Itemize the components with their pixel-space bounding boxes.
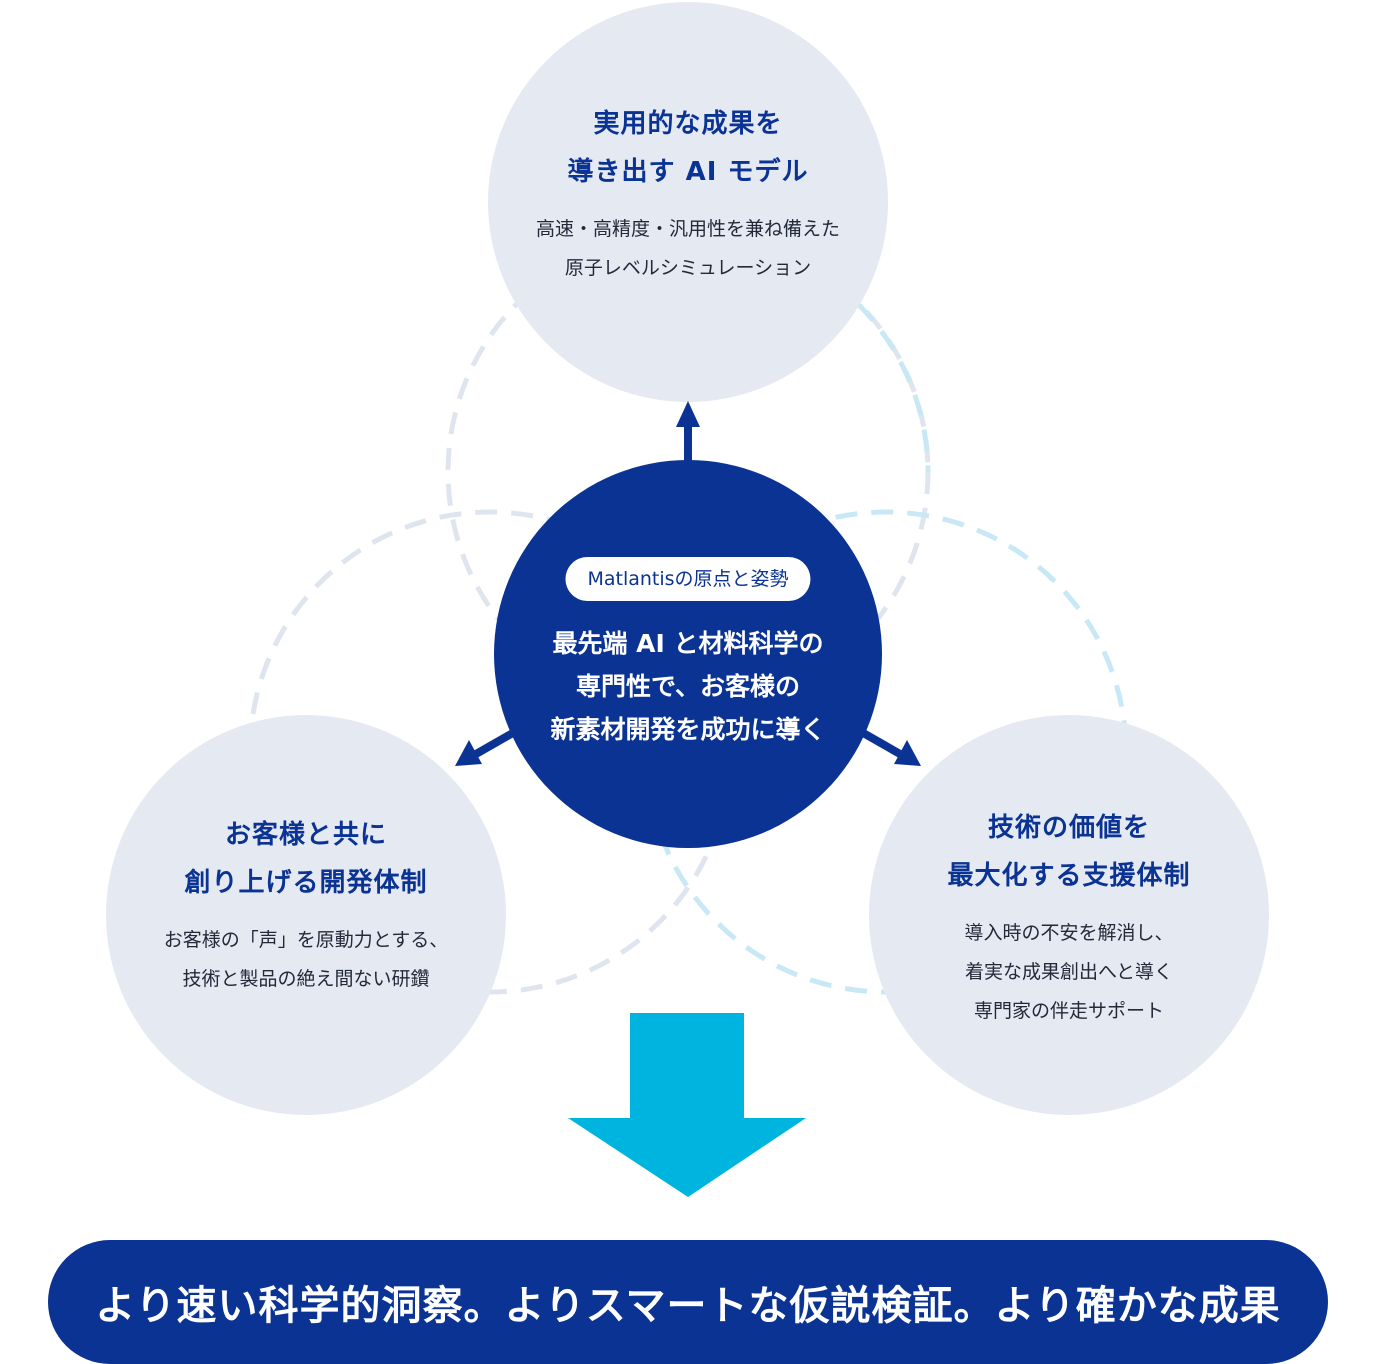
dashed-ring-top-right-arc (856, 302, 931, 473)
left-circle-description: お客様の「声」を原動力とする、 技術と製品の絶え間ない研鑽 (164, 921, 448, 999)
right-circle-title: 技術の価値を 最大化する支援体制 (947, 804, 1190, 900)
right-circle-desc-line-1: 導入時の不安を解消し、 (964, 922, 1174, 944)
top-circle-content: 実用的な成果を 導き出す AI モデル 高速・高精度・汎用性を兼ね備えた 原子レ… (536, 100, 840, 288)
right-circle-title-line-1: 技術の価値を (987, 813, 1151, 843)
right-circle-description: 導入時の不安を解消し、 着実な成果創出へと導く 専門家の伴走サポート (947, 914, 1190, 1031)
top-circle-desc-line-2: 原子レベルシミュレーション (564, 257, 812, 279)
top-circle-title-line-1: 実用的な成果を (593, 109, 783, 139)
left-circle-content: お客様と共に 創り上げる開発体制 お客様の「声」を原動力とする、 技術と製品の絶… (164, 811, 448, 999)
top-circle-title: 実用的な成果を 導き出す AI モデル (536, 100, 840, 196)
left-circle-title: お客様と共に 創り上げる開発体制 (164, 811, 448, 907)
big-down-arrow-icon (568, 1013, 806, 1197)
right-circle-title-line-2: 最大化する支援体制 (947, 861, 1191, 891)
right-circle-content: 技術の価値を 最大化する支援体制 導入時の不安を解消し、 着実な成果創出へと導く… (947, 804, 1190, 1031)
arrow-down-right-icon (856, 726, 921, 766)
right-circle-desc-line-3: 専門家の伴走サポート (973, 1000, 1165, 1022)
left-circle-desc-line-1: お客様の「声」を原動力とする、 (163, 929, 449, 951)
top-circle (488, 2, 888, 402)
right-circle-desc-line-2: 着実な成果創出へと導く (964, 961, 1174, 983)
arrow-down-left-icon (455, 726, 520, 766)
top-circle-title-line-2: 導き出す AI モデル (567, 157, 809, 187)
center-title-line-3: 新素材開発を成功に導く (550, 715, 826, 744)
right-circle (869, 715, 1269, 1115)
top-circle-desc-line-1: 高速・高精度・汎用性を兼ね備えた (535, 218, 841, 240)
center-title-line-1: 最先端 AI と材料科学の (552, 629, 824, 658)
left-circle-desc-line-2: 技術と製品の絶え間ない研鑽 (182, 968, 430, 990)
left-circle-title-line-1: お客様と共に (224, 820, 387, 850)
left-circle-title-line-2: 創り上げる開発体制 (184, 868, 428, 898)
center-pill-label: Matlantisの原点と姿勢 (565, 557, 811, 601)
result-banner-text: より速い科学的洞察。よりスマートな仮説検証。より確かな成果 (95, 1283, 1281, 1329)
arrow-up-icon (676, 401, 700, 465)
result-banner: より速い科学的洞察。よりスマートな仮説検証。より確かな成果 (48, 1240, 1328, 1364)
left-circle (106, 715, 506, 1115)
top-circle-description: 高速・高精度・汎用性を兼ね備えた 原子レベルシミュレーション (536, 210, 840, 288)
center-title-line-2: 専門性で、お客様の (575, 672, 801, 701)
center-title: 最先端 AI と材料科学の 専門性で、お客様の 新素材開発を成功に導く (550, 622, 825, 751)
